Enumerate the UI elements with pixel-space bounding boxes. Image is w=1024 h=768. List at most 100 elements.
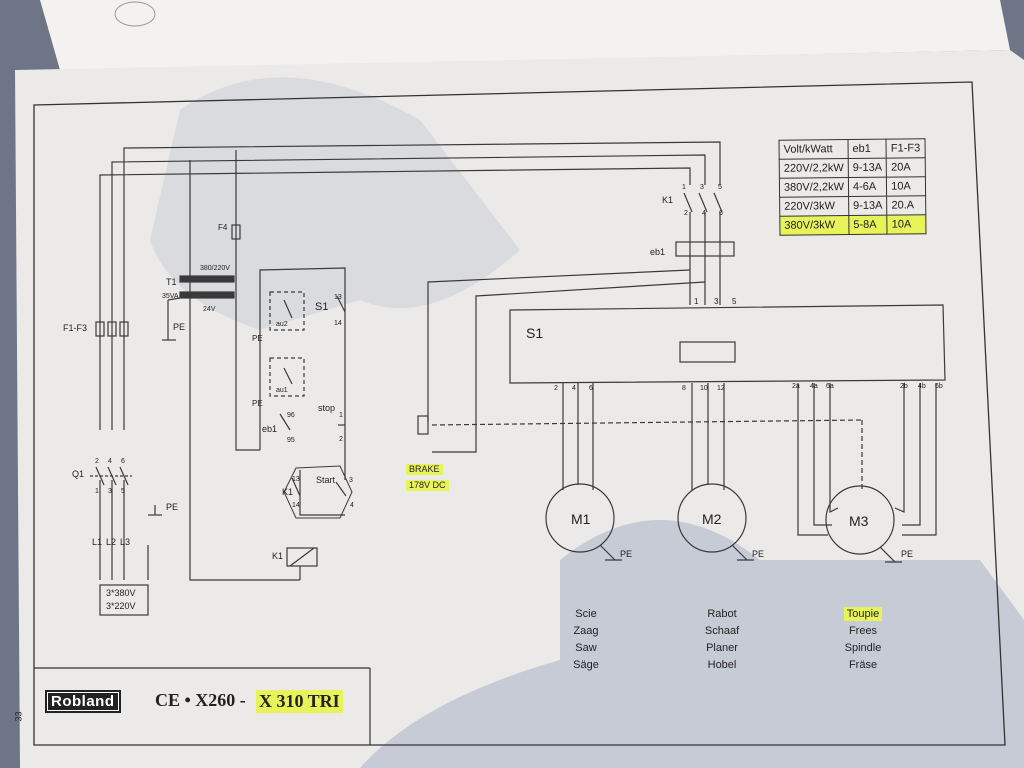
terminal-label: 10 [700, 385, 708, 392]
table-cell: 10A [886, 176, 926, 197]
phase-l3-label: L3 [120, 537, 131, 547]
terminal-label: 2a [792, 383, 800, 390]
model-prefix: CE • X260 - [155, 690, 246, 710]
usage-list-m3: Toupie Frees Spindle Fräse [818, 606, 908, 674]
terminal-label: 6b [935, 383, 943, 390]
table-cell: 9-13A [848, 196, 888, 216]
highlighted-item: Toupie [843, 607, 883, 621]
terminal-label: 5 [732, 297, 737, 306]
terminal-label: 2 [339, 436, 343, 443]
pe-label: PE [901, 549, 914, 559]
fuse-label: F1-F3 [63, 323, 88, 333]
terminal-label: 12 [717, 385, 725, 392]
table-cell: 220V/3kW [779, 196, 849, 217]
terminal-label: 1 [339, 412, 343, 419]
list-item: Rabot [707, 608, 737, 620]
table-header: Volt/kWatt [779, 139, 849, 160]
table-cell: 5-8A [848, 215, 888, 235]
spec-table: Volt/kWatt eb1 F1-F3 220V/2,2kW 9-13A 20… [779, 138, 927, 236]
motor-m3-label: M3 [849, 513, 869, 529]
usage-list-m1: Scie Zaag Saw Säge [541, 606, 631, 674]
table-header: F1-F3 [886, 138, 925, 159]
pe-label: PE [752, 549, 765, 559]
terminal-label: 6 [589, 385, 593, 392]
k1-coil-label: K1 [272, 551, 284, 561]
brake-label: BRAKE [406, 464, 443, 475]
pe-label: PE [173, 322, 186, 332]
eb1-relay-label: eb1 [650, 247, 666, 257]
terminal-label: 6 [121, 458, 125, 465]
pe-label: PE [620, 549, 633, 559]
phase-l1-label: L1 [92, 537, 103, 547]
terminal-label: 4 [572, 385, 576, 392]
list-item: Planer [706, 642, 738, 654]
table-cell: 220V/2,2kW [779, 158, 849, 179]
supply-voltage-label: 3*220V [106, 601, 136, 611]
list-item: Säge [573, 659, 599, 671]
s1-switch-label: S1 [315, 301, 329, 313]
terminal-label: 3 [108, 488, 112, 495]
terminal-label: 4b [918, 383, 926, 390]
terminal-label: 3 [700, 184, 704, 191]
page-number: 33 [13, 711, 24, 722]
table-row-highlighted: 380V/3kW 5-8A 10A [779, 214, 926, 236]
table-cell: 20.A [886, 195, 926, 216]
pe-label: PE [166, 502, 179, 512]
table-cell: 380V/2,2kW [779, 177, 849, 198]
k1-aux-label: K1 [282, 487, 294, 497]
phase-l2-label: L2 [106, 537, 117, 547]
terminal-label: 95 [287, 437, 295, 444]
list-item: Schaaf [704, 625, 740, 637]
transformer-label: T1 [166, 277, 177, 287]
table-cell: 9-13A [848, 158, 887, 178]
terminal-label: 2 [95, 458, 99, 465]
terminal-label: 1 [95, 488, 99, 495]
terminal-label: 2b [900, 383, 908, 390]
pe-label: PE [252, 334, 263, 343]
list-item: Fräse [848, 659, 878, 671]
brand-logo: Robland [45, 690, 121, 713]
table-row: 380V/2,2kW 4-6A 10A [779, 176, 926, 198]
motor-m1-label: M1 [571, 511, 591, 527]
wiring-diagram [90, 141, 946, 616]
brake-voltage-label: 178V DC [406, 480, 449, 491]
terminal-label: 6 [719, 210, 723, 217]
eb1-aux-label: eb1 [262, 424, 278, 434]
transformer-secondary: 24V [203, 306, 216, 313]
list-item: Spindle [844, 642, 882, 654]
terminal-label: 14 [334, 320, 342, 327]
usage-list-m2: Rabot Schaaf Planer Hobel [677, 606, 767, 674]
terminal-label: 1 [682, 184, 686, 191]
terminal-label: 4 [702, 210, 706, 217]
terminal-label: 14 [292, 502, 300, 509]
fuse-f4-label: F4 [218, 223, 228, 232]
list-item: Frees [848, 625, 878, 637]
motor-m2-label: M2 [702, 511, 722, 527]
emergency-au1-label: au1 [276, 387, 288, 394]
terminal-label: 6a [826, 383, 834, 390]
stop-button-label: stop [318, 403, 336, 413]
terminal-label: 4 [108, 458, 112, 465]
table-cell: 380V/3kW [779, 215, 849, 236]
table-row: 220V/2,2kW 9-13A 20A [779, 157, 926, 179]
list-item: Scie [575, 608, 597, 620]
pe-label: PE [252, 399, 263, 408]
model-name: X 310 TRI [256, 690, 343, 713]
list-item: Toupie [818, 606, 908, 623]
supply-voltage-label: 3*380V [106, 588, 136, 598]
terminal-label: 4 [350, 502, 354, 509]
terminal-label: 3 [349, 477, 353, 484]
table-header-row: Volt/kWatt eb1 F1-F3 [779, 138, 925, 160]
s1-selector-label: S1 [526, 325, 544, 341]
table-cell: 4-6A [848, 177, 887, 197]
start-button-label: Start [316, 475, 336, 485]
transformer-rating: 35VA [162, 293, 179, 300]
list-item: Hobel [707, 659, 737, 671]
list-item: Saw [575, 642, 597, 654]
list-item: Zaag [573, 625, 599, 637]
terminal-label: 13 [292, 476, 300, 483]
q1-label: Q1 [72, 469, 85, 479]
terminal-label: 8 [682, 385, 686, 392]
terminal-label: 3 [714, 297, 719, 306]
